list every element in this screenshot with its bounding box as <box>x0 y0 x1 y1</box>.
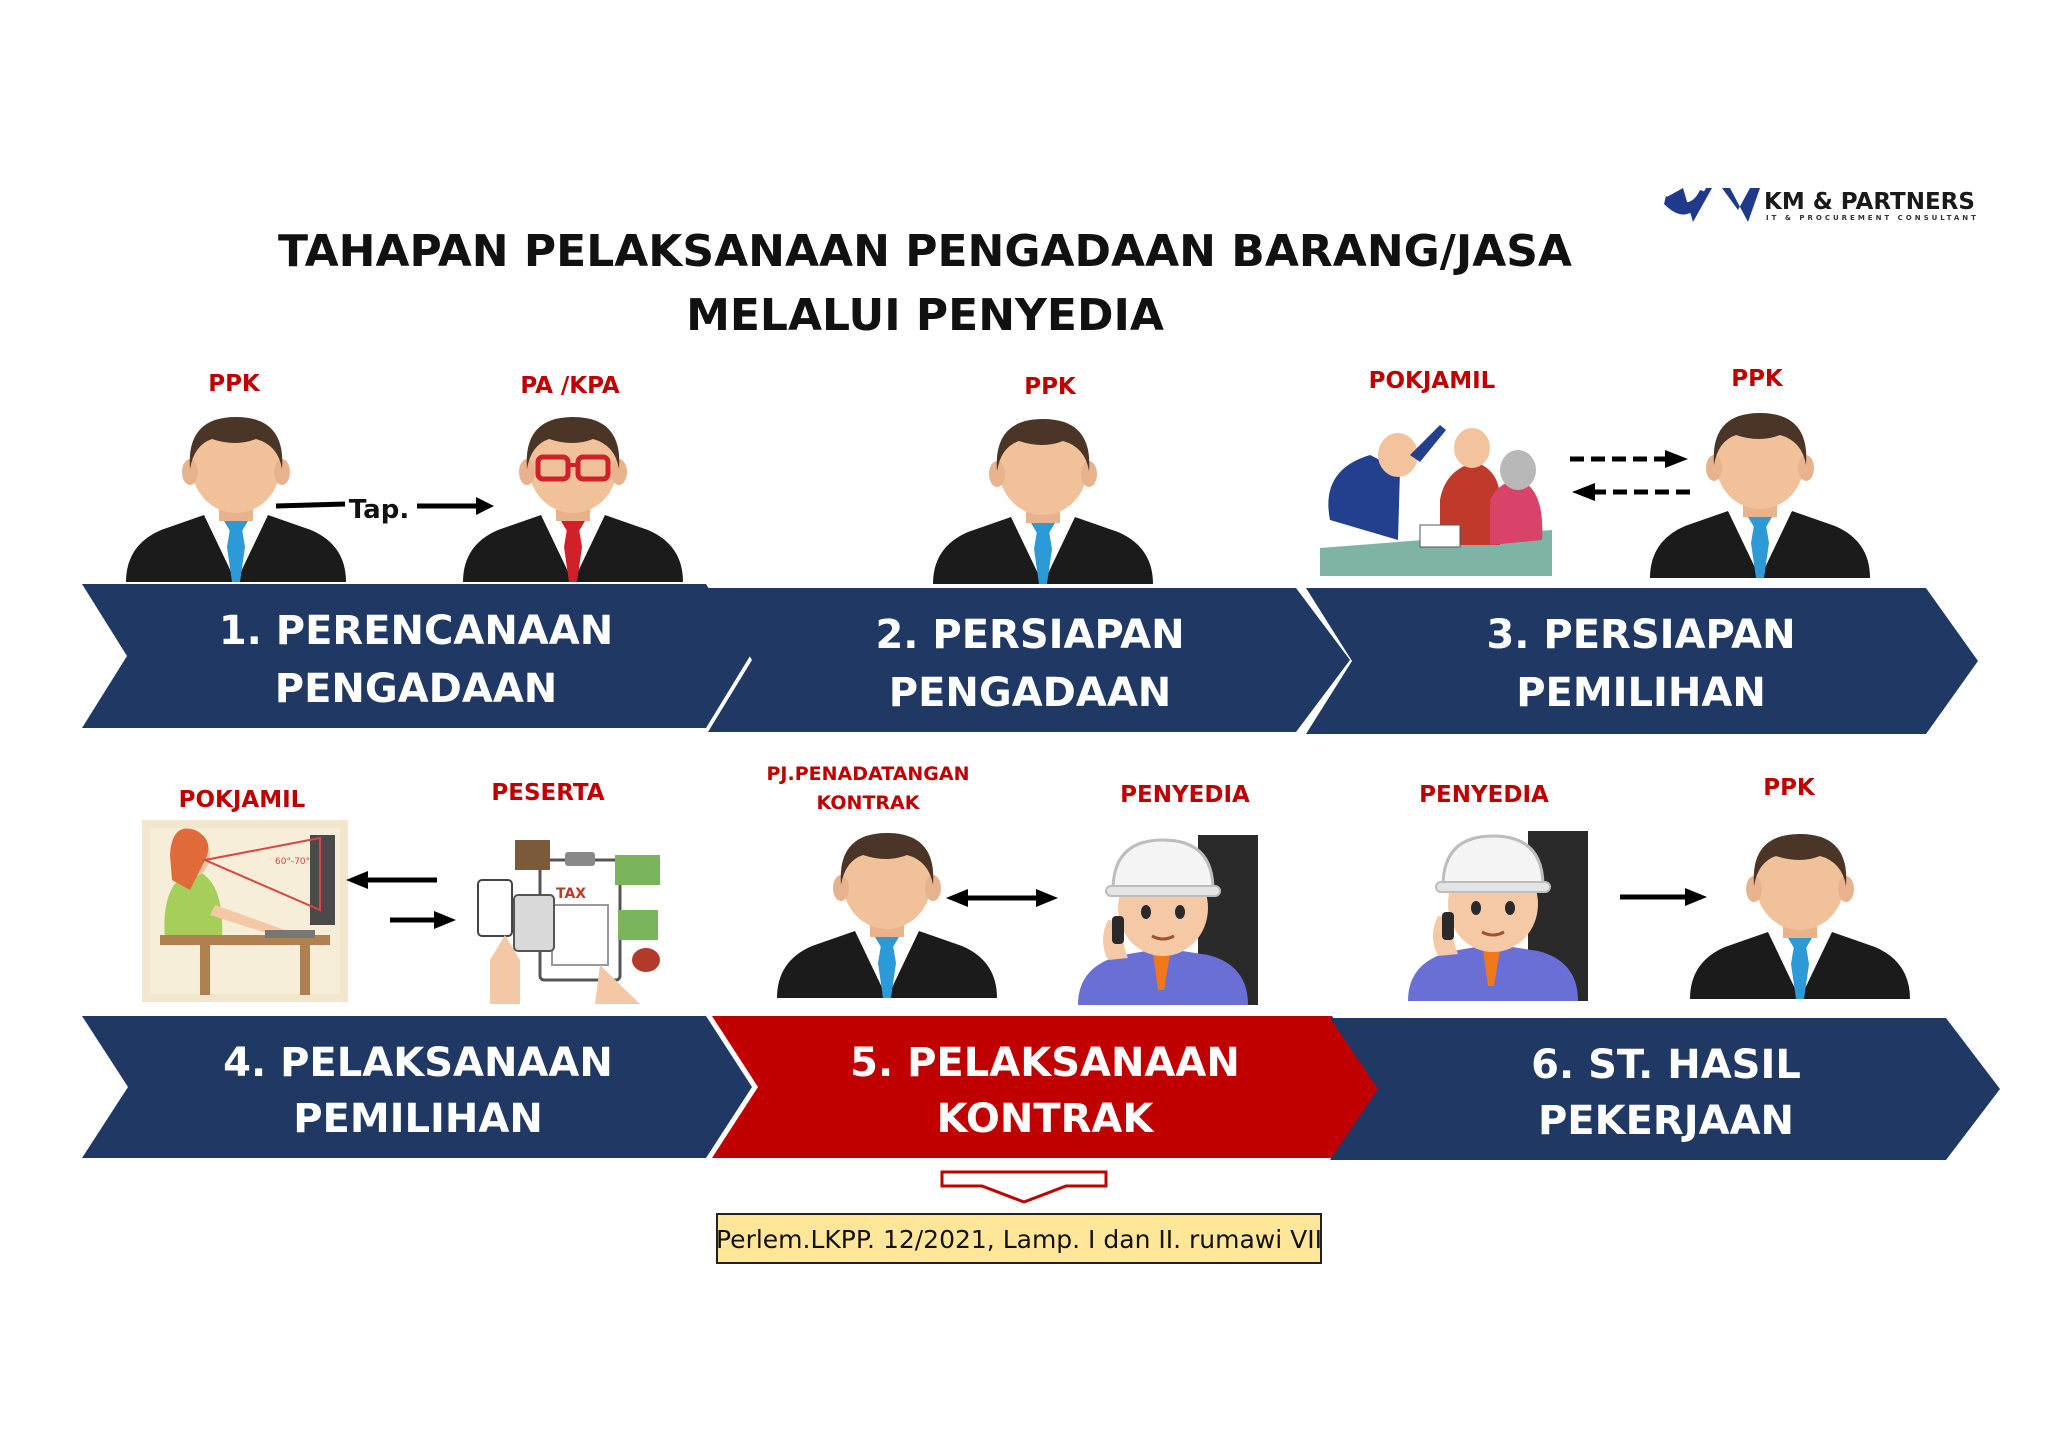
page-title-line2: MELALUI PENYEDIA <box>686 290 1164 341</box>
arrow-head-icon <box>476 497 494 515</box>
stage1-role-pakpa: PA /KPA <box>520 373 620 399</box>
stage4-role-pokjamil: POKJAMIL <box>179 787 306 813</box>
penyedia-worker-icon <box>1396 824 1590 1003</box>
stage6-role-ppk: PPK <box>1763 775 1816 801</box>
ppk-avatar-icon <box>1650 413 1870 578</box>
stage3-chevron <box>1306 588 1978 734</box>
stage6-chevron <box>1330 1018 2000 1160</box>
stage4-role-peserta: PESERTA <box>491 780 604 806</box>
stage3-label-line1: 3. PERSIAPAN <box>1486 612 1795 658</box>
stage5-role-penyedia: PENYEDIA <box>1120 782 1250 808</box>
pj-penandatangan-avatar-icon <box>777 833 997 998</box>
computer-worker-icon: 60°-70° <box>142 820 348 1002</box>
tap-arrow-line-left <box>275 501 346 509</box>
page-title-line1: TAHAPAN PELAKSANAAN PENGADAAN BARANG/JAS… <box>278 226 1572 277</box>
note-box <box>716 1213 1322 1264</box>
stage1-label-line2: PENGADAAN <box>275 666 558 712</box>
company-logo: KM & PARTNERS IT & PROCUREMENT CONSULTAN… <box>1664 188 1979 222</box>
stage1-label-line1: 1. PERENCANAAN <box>219 608 613 654</box>
stage2-label-line1: 2. PERSIAPAN <box>875 612 1184 658</box>
stage5-role-pj-line2: KONTRAK <box>817 792 921 814</box>
stage3-label-line2: PEMILIHAN <box>1516 670 1766 716</box>
stage3-role-pokjamil: POKJAMIL <box>1369 368 1496 394</box>
arrow-head-icon <box>434 911 456 929</box>
svg-text:TAX: TAX <box>556 886 586 902</box>
stage1-chevron <box>82 584 750 728</box>
regulation-note: Perlem.LKPP. 12/2021, Lamp. I dan II. ru… <box>716 1225 1322 1254</box>
stage2-label-line2: PENGADAAN <box>889 670 1172 716</box>
tax-calculation-icon: TAX <box>477 822 662 1004</box>
logo-tagline: IT & PROCUREMENT CONSULTANT <box>1766 214 1979 222</box>
arrow-head-icon <box>1665 450 1688 468</box>
logo-swoosh-icon <box>1664 190 1706 215</box>
stage6-label-line2: PEKERJAAN <box>1538 1098 1794 1144</box>
stage2-chevron <box>708 588 1350 732</box>
stage5-chevron-highlighted <box>712 1016 1380 1158</box>
logo-name: KM & PARTNERS <box>1764 189 1975 215</box>
stage6-role-penyedia: PENYEDIA <box>1419 782 1549 808</box>
stage5-label-line1: 5. PELAKSANAAN <box>850 1040 1240 1086</box>
svg-text:60°-70°: 60°-70° <box>275 857 310 867</box>
stage4-label-line1: 4. PELAKSANAAN <box>223 1040 613 1086</box>
pakpa-avatar-icon <box>463 417 683 582</box>
stage4-label-line2: PEMILIHAN <box>293 1096 543 1142</box>
arrow-head-icon <box>946 889 968 907</box>
stage5-label-line2: KONTRAK <box>937 1096 1156 1142</box>
stage5-role-pj-line1: PJ.PENADATANGAN <box>766 763 969 785</box>
meeting-discussion-icon <box>1316 420 1552 576</box>
arrow-head-icon <box>1685 888 1707 906</box>
stage6-label-line1: 6. ST. HASIL <box>1531 1042 1801 1088</box>
tap-label: Tap. <box>349 495 409 525</box>
arrow-head-icon <box>346 871 368 889</box>
arrow-head-icon <box>1036 889 1058 907</box>
down-arrow-outline-icon <box>940 1170 1108 1204</box>
stage4-chevron <box>82 1016 752 1158</box>
penyedia-worker-icon <box>1066 828 1260 1007</box>
stage1-role-ppk: PPK <box>208 371 261 397</box>
arrow-head-icon <box>1572 483 1595 501</box>
ppk-avatar-icon <box>1690 834 1910 999</box>
stage3-role-ppk: PPK <box>1731 366 1784 392</box>
ppk-avatar-icon <box>933 419 1153 584</box>
stage2-role-ppk: PPK <box>1024 374 1077 400</box>
ppk-avatar-icon <box>126 417 346 582</box>
